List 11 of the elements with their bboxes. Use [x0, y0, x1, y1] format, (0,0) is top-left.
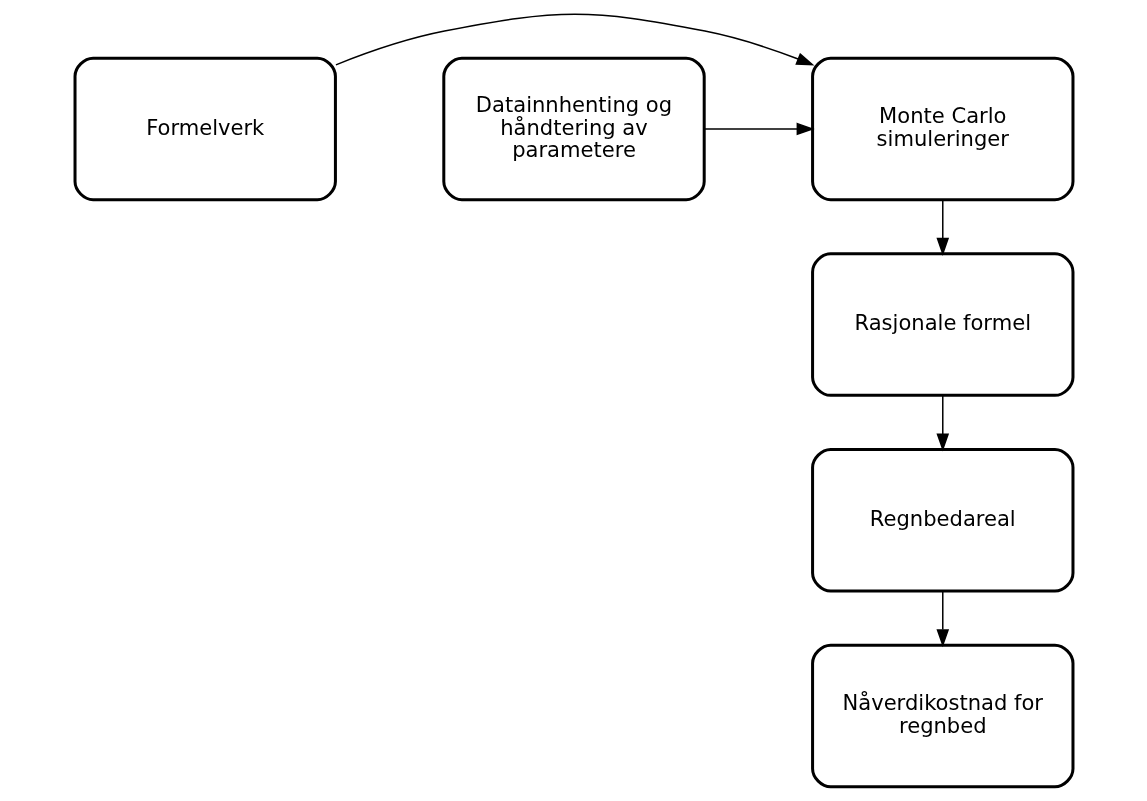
node-box: Rasjonale formel [810, 252, 1074, 397]
node-box: Datainnhenting og håndtering av parametere [441, 56, 706, 202]
node-box: Regnbedareal [810, 448, 1074, 593]
node-box: Formelverk [73, 56, 337, 202]
arrow [935, 590, 949, 648]
arrow [935, 199, 949, 256]
arrow [703, 122, 815, 136]
node-box: Nåverdikostnad for regnbed [810, 643, 1074, 789]
arrow [935, 394, 949, 452]
arrow [334, 13, 814, 66]
node-box: Monte Carlo simuleringer [810, 56, 1074, 202]
